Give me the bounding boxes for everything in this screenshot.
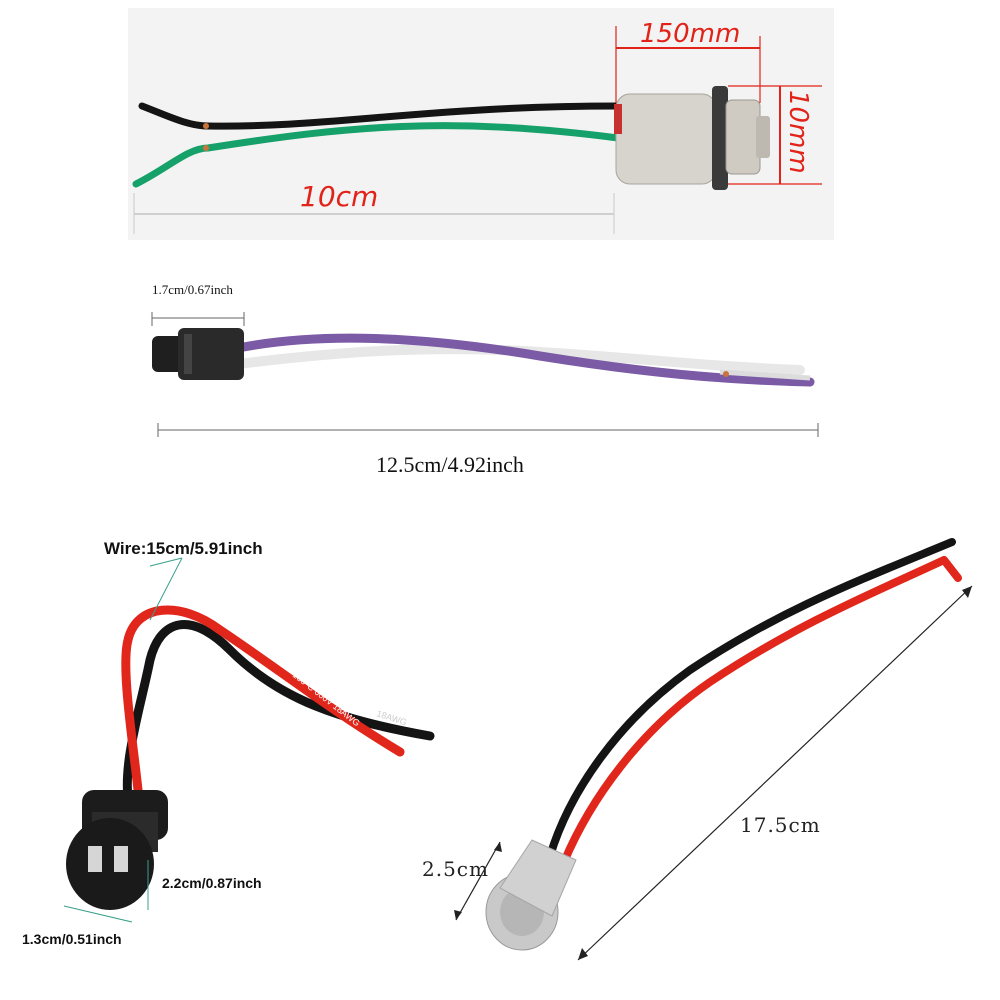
label-1-3cm: 1.3cm/0.51inch	[22, 931, 122, 947]
dim-line-2-5cm	[455, 841, 501, 921]
harness-photo-black-socket: 105°C 600V 18AWG 18AWG Wire:15cm/5.91inc…	[0, 520, 470, 1000]
purple-wire	[233, 333, 815, 387]
dim-line-1-3cm	[63, 905, 133, 923]
black-socket-small	[152, 328, 244, 380]
black-wire	[138, 102, 622, 130]
harness-photo-green-black: 150mm 10mm 10cm	[128, 8, 834, 240]
label-17-5cm: 17.5cm	[740, 813, 821, 837]
harness-photo-grey-socket: 2.5cm 17.5cm	[400, 520, 1000, 1000]
grey-socket	[614, 86, 770, 190]
leader-wire	[149, 557, 183, 567]
label-150mm: 150mm	[640, 19, 740, 49]
label-12-5cm: 12.5cm/4.92inch	[376, 452, 524, 472]
harness-photo-purple-white: 1.7cm/0.67inch 12.5cm/4.92inch	[120, 272, 840, 472]
black-socket-t10	[66, 790, 168, 910]
black-wire	[546, 538, 956, 860]
label-2-2cm: 2.2cm/0.87inch	[162, 875, 262, 891]
harness-illustration-1: 150mm 10mm 10cm	[132, 19, 822, 234]
label-1-7cm: 1.7cm/0.67inch	[152, 282, 233, 297]
label-2-5cm: 2.5cm	[422, 857, 489, 881]
harness-illustration-4: 2.5cm 17.5cm	[422, 538, 973, 961]
label-10mm: 10mm	[783, 90, 813, 174]
label-wire-15cm: Wire:15cm/5.91inch	[104, 539, 263, 558]
green-wire	[132, 122, 622, 188]
red-wire	[121, 605, 405, 815]
dim-line-17-5cm	[577, 585, 973, 961]
harness-illustration-2: 1.7cm/0.67inch 12.5cm/4.92inch	[151, 282, 819, 472]
label-10cm: 10cm	[300, 180, 378, 213]
red-wire	[560, 556, 962, 866]
harness-illustration-3: 105°C 600V 18AWG 18AWG Wire:15cm/5.91inc…	[22, 539, 435, 947]
grey-socket-t10	[485, 839, 577, 951]
